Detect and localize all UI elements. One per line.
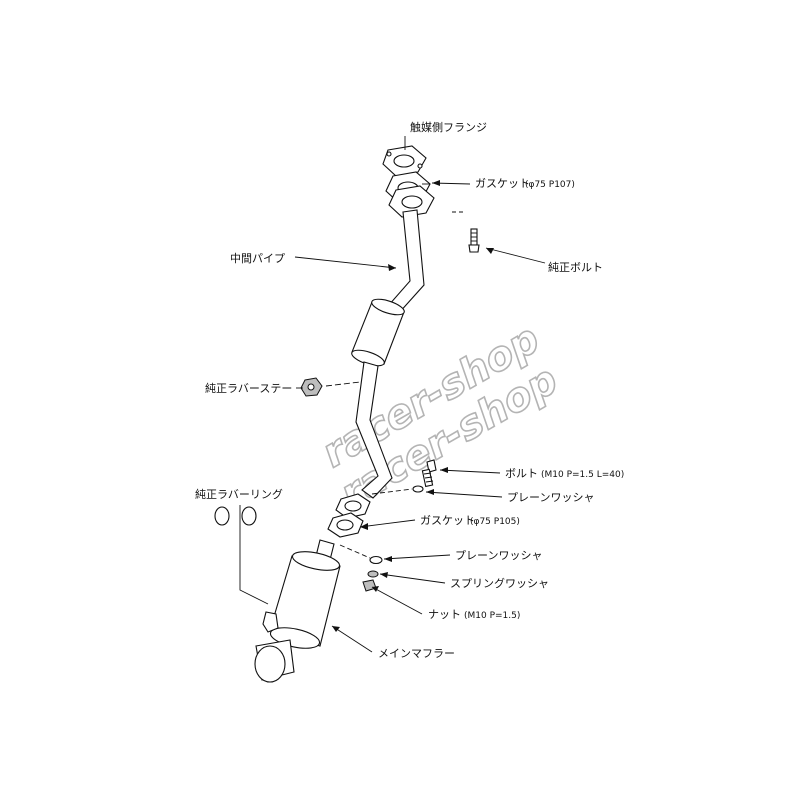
- cat-flange: [382, 145, 427, 177]
- small-hardware: [339, 544, 383, 592]
- label-bolt: ボルト: [505, 467, 538, 480]
- oem-rubber-stay-part: [300, 377, 323, 397]
- label-gasket-mid: ガスケット: [420, 514, 475, 527]
- label-plain-washer-1: プレーンワッシャ: [507, 491, 594, 504]
- label-nut: ナット: [428, 608, 461, 621]
- label-plain-washer-2: プレーンワッシャ: [455, 549, 542, 562]
- mid-pipe-top-flange: [388, 185, 435, 218]
- label-gasket-mid-spec: (φ75 P105): [470, 517, 520, 527]
- label-spring-washer: スプリングワッシャ: [450, 576, 549, 590]
- gasket-mid: [327, 512, 364, 538]
- mid-pipe-bottom-flange: [335, 493, 371, 519]
- label-gasket-top: ガスケット: [475, 177, 530, 190]
- watermark: racer-shop racer-shop: [314, 315, 567, 519]
- label-gasket-top-spec: (φ75 P107): [525, 180, 575, 190]
- label-nut-spec: (M10 P=1.5): [464, 611, 520, 621]
- oem-rubber-rings: [214, 506, 257, 526]
- arrowheads: [332, 180, 494, 632]
- label-oem-rubber-stay: 純正ラバーステー: [205, 382, 292, 395]
- label-main-muffler: メインマフラー: [378, 647, 455, 660]
- oem-bolt-part: [452, 211, 480, 253]
- mid-pipe: [325, 209, 425, 499]
- label-cat-flange: 触媒側フランジ: [410, 120, 487, 134]
- leader-lines: [239, 136, 546, 653]
- label-bolt-spec: (M10 P=1.5 L=40): [541, 470, 624, 480]
- main-muffler-part: [254, 539, 341, 683]
- label-oem-bolt: 純正ボルト: [548, 261, 603, 274]
- label-mid-pipe: 中間パイプ: [230, 252, 285, 265]
- bolt-part: [371, 459, 437, 495]
- label-oem-rubber-ring: 純正ラバーリング: [195, 487, 283, 501]
